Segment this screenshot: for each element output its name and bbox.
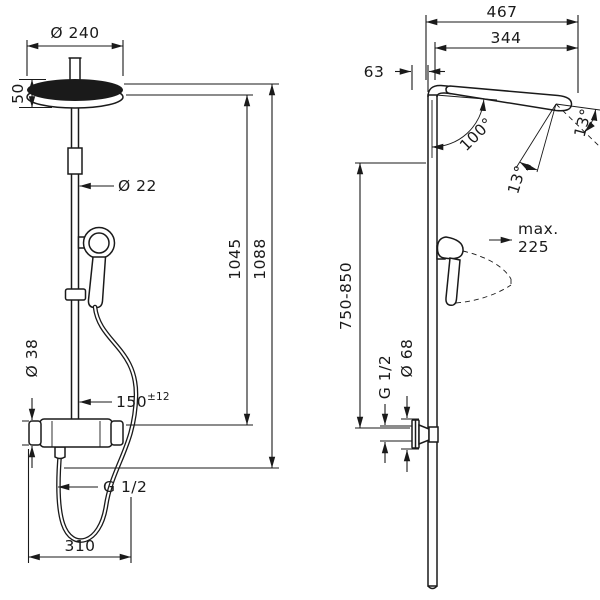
dim-projection-total-label: 467 — [486, 3, 517, 21]
pipe-end-cap — [427, 585, 438, 590]
dim-max-pullout: max. 225 — [489, 220, 559, 256]
dim-escutcheon-diameter: Ø 68 — [398, 339, 419, 472]
dim-wall-offset-label: 63 — [364, 63, 385, 81]
wall-connection — [411, 419, 439, 449]
dim-supply-distance-label: 150 — [116, 393, 147, 411]
shower-hose — [56, 304, 139, 543]
dim-head-height: 50 — [9, 78, 52, 109]
dim-head-height-label: 50 — [9, 83, 27, 104]
dim-tilt-front-label: 13° — [504, 163, 530, 196]
dim-wall-thread: G 1/2 — [376, 355, 412, 463]
dim-wall-offset: 63 — [364, 63, 445, 92]
side-view-drawing — [411, 84, 600, 590]
dim-valve-diameter-label: Ø 38 — [23, 339, 41, 378]
dim-valve-diameter: Ø 38 — [22, 339, 41, 468]
dim-hose-thread: G 1/2 — [58, 478, 147, 496]
overhead-shower-side — [427, 84, 573, 112]
dim-height-total: 1088 — [64, 83, 279, 469]
dim-pipe-diameter: Ø 22 — [79, 177, 157, 195]
arm-angle-construction — [431, 94, 498, 158]
dim-projection-total: 467 — [425, 3, 579, 93]
dim-supply-distance: 150 ±12 — [79, 391, 170, 411]
dim-supply-tolerance-label: ±12 — [147, 391, 170, 403]
dim-height-mid-label: 1045 — [226, 238, 244, 279]
dim-head-length: 344 — [434, 29, 578, 80]
side-view-dimensions: 467 344 63 100° 13° 13° max. 225 — [337, 3, 596, 472]
dim-height-range-label: 750-850 — [337, 262, 355, 330]
slider-holder — [64, 288, 87, 301]
dim-head-diameter: Ø 240 — [26, 24, 124, 76]
dim-max-label: max. — [518, 220, 559, 238]
dim-max-value-label: 225 — [518, 238, 549, 256]
thermostat-valve — [28, 418, 124, 460]
front-view-dimensions: Ø 240 50 Ø 22 1045 1088 Ø — [9, 24, 279, 563]
hand-shower-front — [77, 226, 116, 309]
riser-pipe-front — [70, 94, 80, 422]
dim-arm-angle-label: 100° — [456, 114, 497, 155]
overhead-shower-front — [26, 79, 124, 109]
dim-head-diameter-label: Ø 240 — [50, 24, 99, 42]
dim-bottom-width-label: 310 — [64, 537, 95, 555]
head-tilt-construction — [515, 103, 600, 173]
riser-pipe-side — [427, 94, 438, 587]
dim-height-range: 750-850 — [337, 162, 426, 429]
dim-height-total-label: 1088 — [251, 238, 269, 279]
dim-head-length-label: 344 — [490, 29, 521, 47]
dim-tilt-back-label: 13° — [571, 106, 596, 139]
dim-pipe-diameter-label: Ø 22 — [118, 177, 157, 195]
hand-shower-side — [436, 236, 512, 307]
dim-bottom-width: 310 — [27, 449, 132, 563]
dim-hose-thread-label: G 1/2 — [103, 478, 147, 496]
front-view-drawing — [26, 57, 139, 543]
dim-escutcheon-diameter-label: Ø 68 — [398, 339, 416, 378]
pipe-connector-sleeve — [67, 147, 83, 175]
dim-wall-thread-label: G 1/2 — [376, 355, 394, 399]
dim-height-mid: 1045 — [126, 94, 253, 426]
